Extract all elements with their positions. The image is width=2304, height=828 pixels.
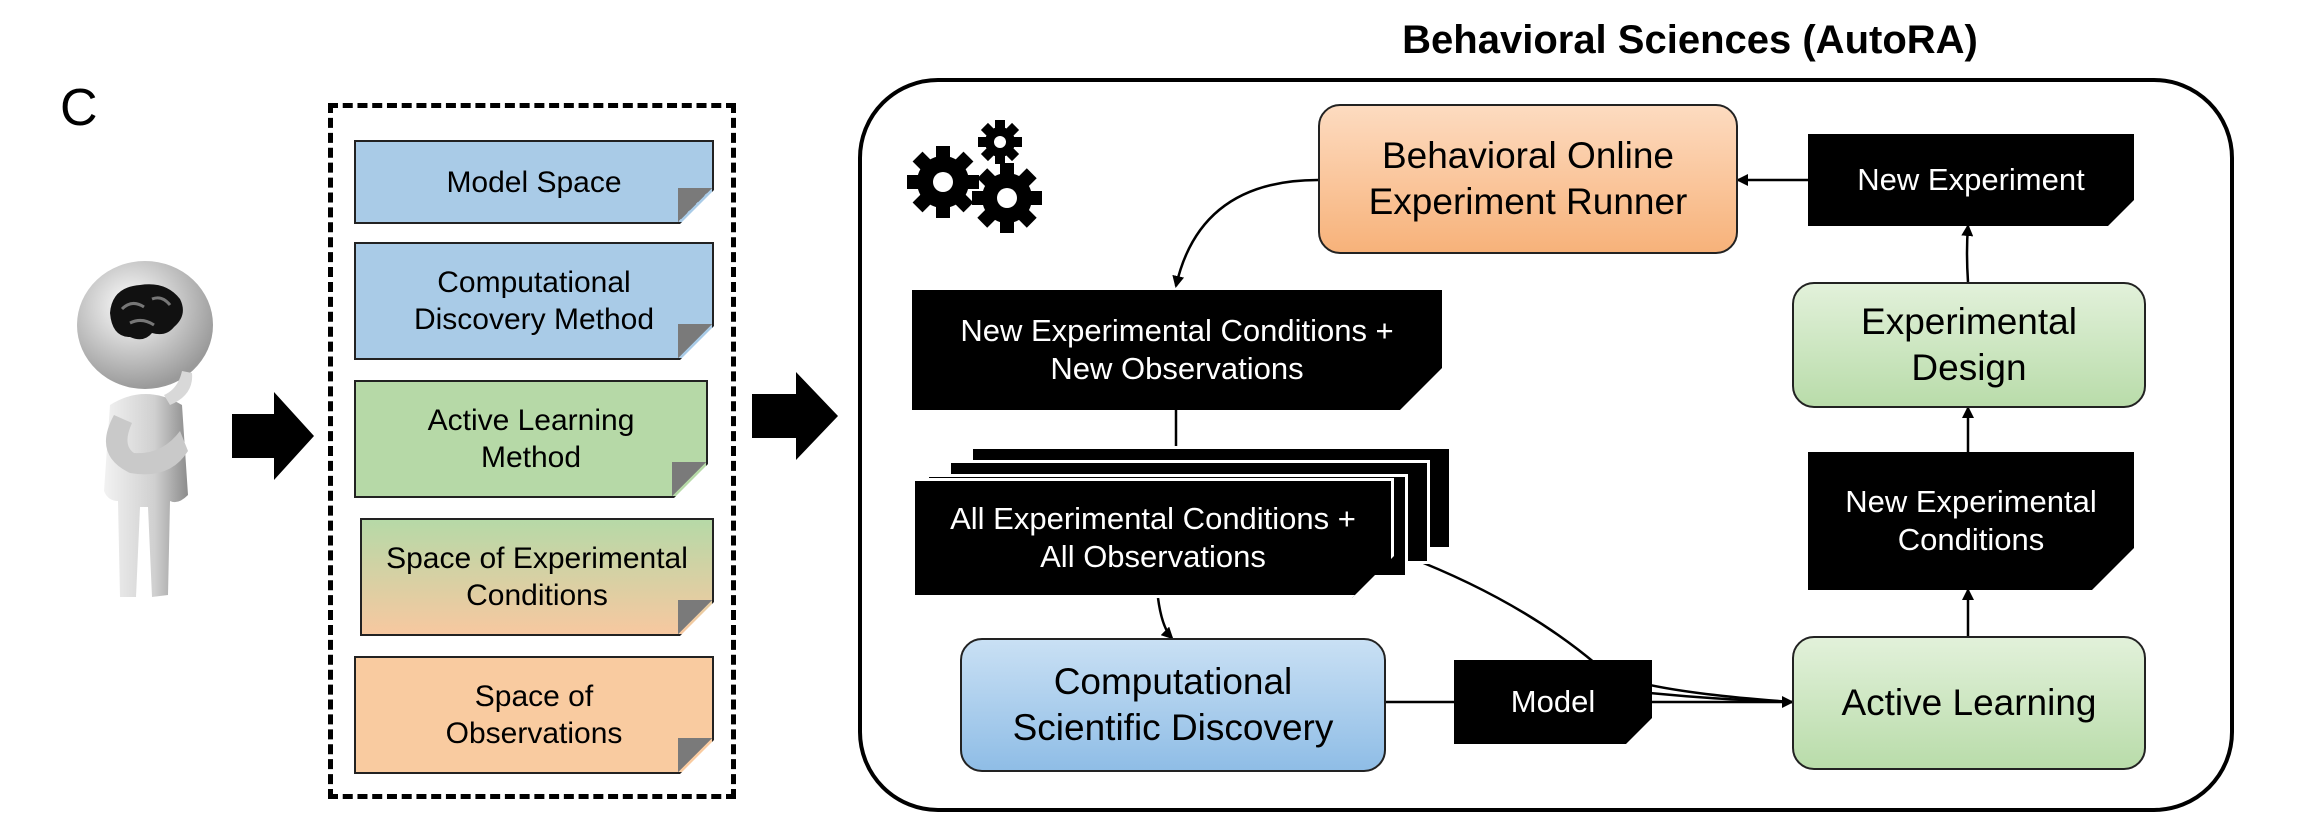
node-label: New Experimental Conditions <box>1845 484 2097 557</box>
right-arrow-icon <box>752 372 838 460</box>
inputs-box <box>328 103 736 799</box>
node-label: New Experiment <box>1857 162 2085 197</box>
brain-icon <box>110 284 183 340</box>
node-label: All Experimental Conditions + All Observ… <box>950 501 1356 574</box>
new-experimental-conditions-node: New Experimental Conditions <box>1808 452 2134 590</box>
note-label: Space of Experimental Conditions <box>386 542 688 612</box>
experimental-design-node: Experimental Design <box>1792 282 2146 408</box>
note-label: Space of Observations <box>445 680 623 750</box>
active-learning-node: Active Learning <box>1792 636 2146 770</box>
all-conditions-observations-node: All Experimental Conditions + All Observ… <box>912 478 1394 598</box>
node-label: Behavioral Online Experiment Runner <box>1368 135 1688 222</box>
diagram-title: Behavioral Sciences (AutoRA) <box>1402 18 1978 62</box>
experiment-runner-node: Behavioral Online Experiment Runner <box>1318 104 1738 254</box>
note-label: Computational Discovery Method <box>413 266 655 336</box>
node-label: Model <box>1510 684 1596 719</box>
gears-icon <box>907 120 1042 233</box>
autora-loop-container <box>858 78 2234 812</box>
model-node: Model <box>1454 660 1652 744</box>
computational-discovery-node: Computational Scientific Discovery <box>960 638 1386 772</box>
thinking-person-icon <box>77 261 213 597</box>
new-experiment-node: New Experiment <box>1808 134 2134 226</box>
node-label: Computational Scientific Discovery <box>1012 661 1334 748</box>
node-label: Active Learning <box>1841 682 2097 723</box>
computational-discovery-method-note: Computational Discovery Method <box>354 242 714 360</box>
note-label: Active Learning Method <box>427 404 635 474</box>
note-label: Model Space <box>446 165 622 199</box>
active-learning-method-note: Active Learning Method <box>354 380 708 498</box>
node-label: Experimental Design <box>1861 301 2077 388</box>
panel-letter: C <box>60 79 98 137</box>
model-space-note: Model Space <box>354 140 714 224</box>
right-arrow-icon <box>232 392 314 480</box>
node-label: New Experimental Conditions + New Observ… <box>960 313 1394 386</box>
space-of-experimental-conditions-note: Space of Experimental Conditions <box>360 518 714 636</box>
space-of-observations-note: Space of Observations <box>354 656 714 774</box>
new-conditions-observations-node: New Experimental Conditions + New Observ… <box>912 290 1442 410</box>
